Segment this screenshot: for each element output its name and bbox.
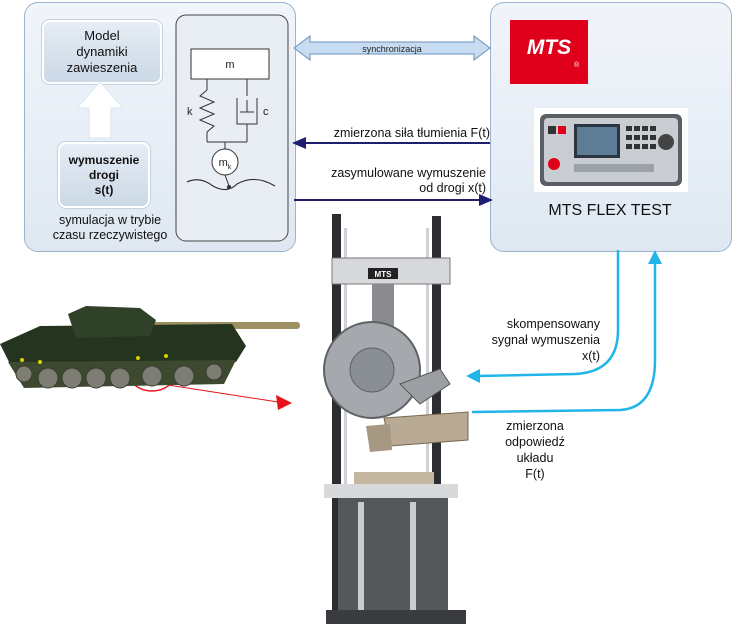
red-pointer-arrowhead [276,395,292,410]
sync-double-arrow [293,35,491,61]
measured-response-label: zmierzona odpowiedź układu F(t) [505,419,565,481]
damper-label: c [263,106,269,118]
suspension-model-label: Model dynamiki zawieszenia [66,28,138,75]
mass-top-label: m [225,59,234,71]
mts-test-rig: MTS [323,214,469,624]
measured-damping-label: zmierzona siła tłumienia F(t) [333,126,490,140]
rig-plate-label: MTS [375,270,393,279]
spring-label: k [187,106,193,118]
road-input-label: wymuszenie drogi s(t) [68,152,140,197]
mts-logo-text: MTS [526,36,572,59]
measured-response-arrow [471,262,657,414]
sync-label: synchronizacja [362,44,422,54]
suspension-model-box: Model dynamiki zawieszenia [42,20,162,84]
road-input-box: wymuszenie drogi s(t) [58,142,150,208]
mts-logo: MTS ® [510,20,588,84]
measured-damping-arrowhead [292,137,306,149]
mass-wheel-sub: k [228,164,232,171]
suspension-schematic: m k c mk [175,14,289,242]
up-arrow-icon [75,81,125,139]
simulated-input-arrowhead [479,194,493,206]
flextest-controller-image [534,108,688,192]
compensated-signal-label: skompensowany sygnał wymuszenia x(t) [491,317,600,363]
mass-wheel-base: m [219,157,228,169]
mass-wheel-label: mk [219,157,232,171]
compensated-signal-arrow [477,250,620,378]
realtime-caption: symulacja w trybie czasu rzeczywistego [52,213,168,242]
tank-illustration [0,306,300,389]
mts-registered-mark: ® [574,62,580,69]
mts-flextest-title: MTS FLEX TEST [548,202,672,219]
simulated-input-label: zasymulowane wymuszenie od drogi x(t) [331,166,486,195]
